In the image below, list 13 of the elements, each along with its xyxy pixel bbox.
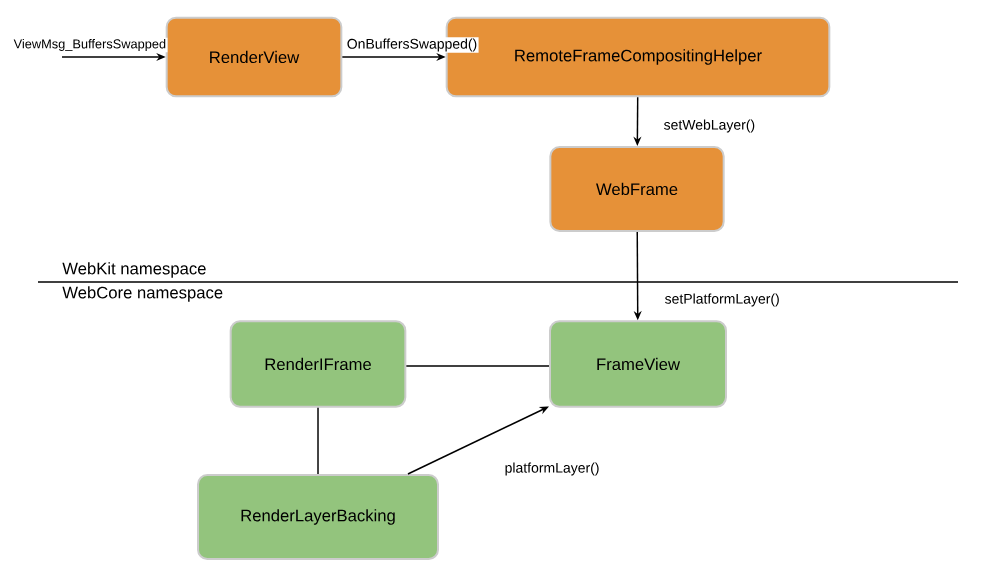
process-box: FrameView [549,320,727,408]
namespace-label: WebKit namespace [62,262,206,278]
namespace-label: WebCore namespace [62,286,223,302]
edge-label: ViewMsg_BuffersSwapped [12,37,168,53]
edge-label: platformLayer() [503,461,601,477]
arrow [407,406,549,475]
process-box: RenderLayerBacking [197,474,439,560]
edge-label: OnBuffersSwapped() [345,37,479,53]
process-box: RenderIFrame [229,320,407,408]
process-box: RenderView [165,16,343,98]
edge-label: setPlatformLayer() [663,292,782,308]
process-box: WebFrame [549,146,725,232]
edge-label: setWebLayer() [662,118,757,134]
